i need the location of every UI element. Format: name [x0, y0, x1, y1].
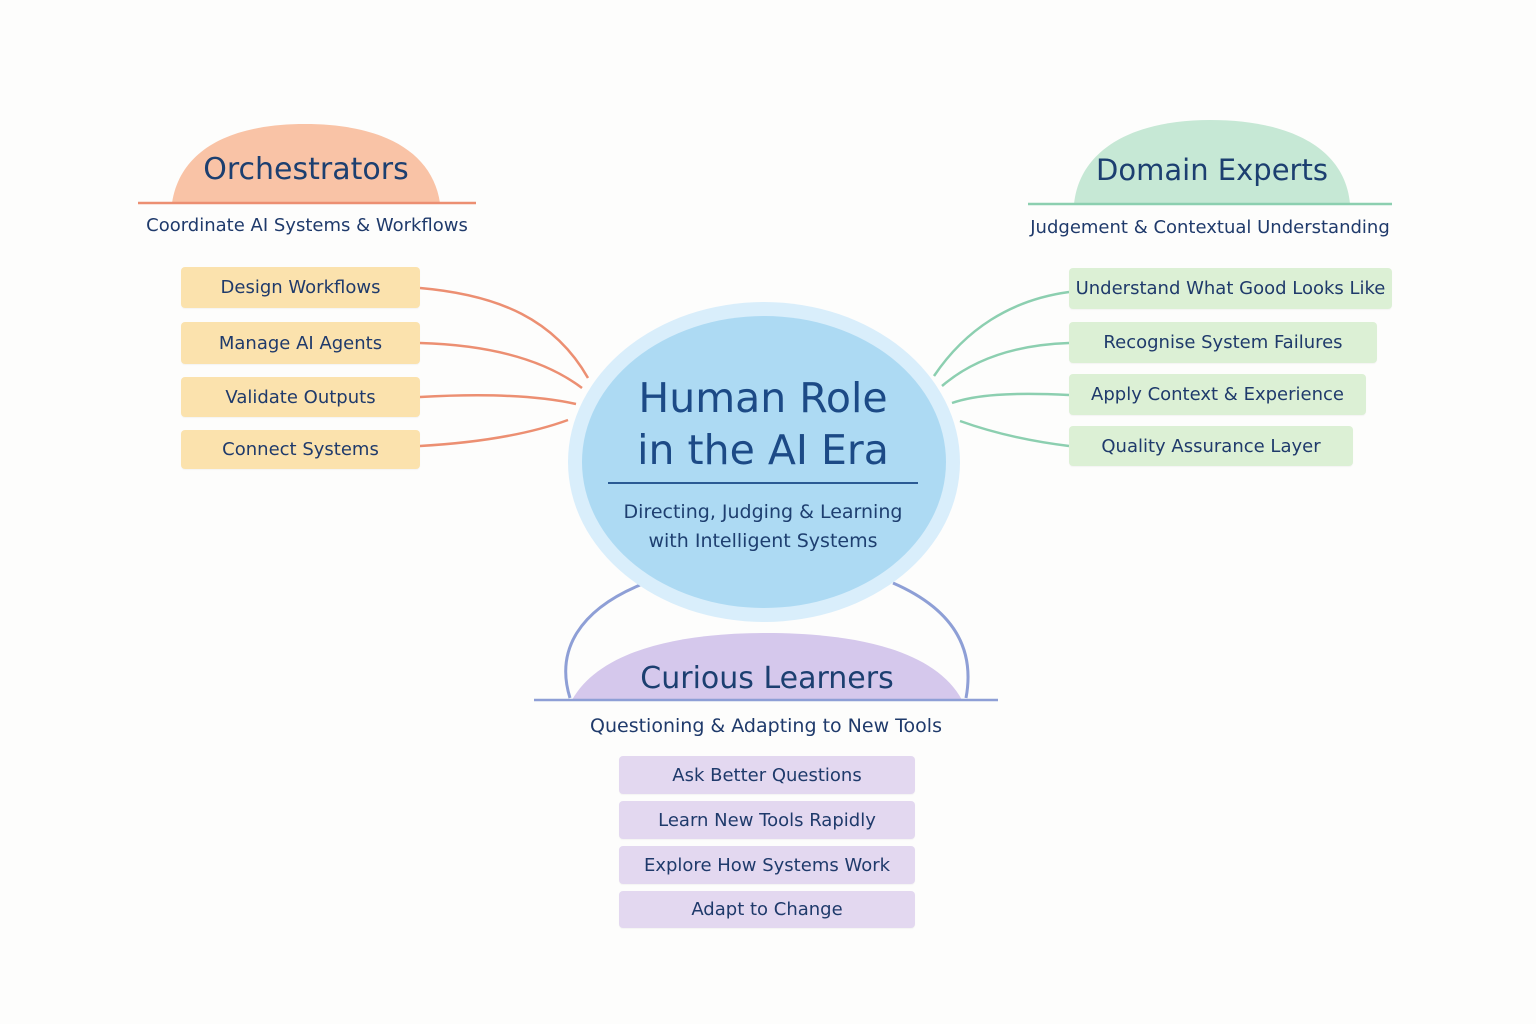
- domain-experts-item-recognise-failures: Recognise System Failures: [1069, 322, 1377, 363]
- curious-learners-item-explore-systems: Explore How Systems Work: [619, 846, 915, 884]
- curious-learners-title: Curious Learners: [640, 661, 894, 696]
- orchestrators-dome: [172, 124, 440, 203]
- domain-experts-dome: [1074, 120, 1350, 204]
- orchestrators-item-manage-ai-agents: Manage AI Agents: [181, 322, 420, 364]
- curious-learners-item-ask-questions: Ask Better Questions: [619, 756, 915, 794]
- connector-domain-1: [932, 290, 1070, 377]
- domain-experts-item-quality-assurance: Quality Assurance Layer: [1069, 426, 1353, 466]
- orchestrators-item-validate-outputs: Validate Outputs: [181, 377, 420, 417]
- curious-learners-item-adapt-change: Adapt to Change: [619, 891, 915, 928]
- orchestrators-item-connect-systems: Connect Systems: [181, 430, 420, 469]
- center-subtitle-line-2: with Intelligent Systems: [648, 530, 878, 552]
- orchestrators-subtitle: Coordinate AI Systems & Workflows: [146, 215, 468, 236]
- domain-experts-item-apply-context: Apply Context & Experience: [1069, 374, 1366, 415]
- connector-learners-left-arc: [564, 583, 641, 699]
- orchestrators-item-design-workflows: Design Workflows: [181, 267, 420, 308]
- connector-domain-4: [959, 419, 1070, 448]
- domain-experts-title: Domain Experts: [1096, 153, 1328, 187]
- curious-learners-item-learn-tools: Learn New Tools Rapidly: [619, 801, 915, 839]
- curious-learners-subtitle: Questioning & Adapting to New Tools: [590, 715, 942, 737]
- connector-domain-3: [951, 392, 1070, 405]
- center-node: Human Role in the AI Era Directing, Judg…: [578, 312, 948, 610]
- center-title: Human Role in the AI Era: [603, 372, 923, 476]
- center-node-fill: [582, 316, 946, 608]
- center-title-line-1: Human Role: [638, 374, 888, 422]
- connector-orch-1: [419, 286, 590, 379]
- curious-learners-dome: [572, 633, 962, 700]
- connector-domain-2: [941, 341, 1070, 387]
- center-subtitle: Directing, Judging & Learning with Intel…: [603, 498, 923, 556]
- orchestrators-title: Orchestrators: [203, 152, 409, 187]
- domain-experts-subtitle: Judgement & Contextual Understanding: [1030, 217, 1390, 238]
- center-title-rule: [608, 482, 918, 484]
- connector-orch-4: [419, 418, 569, 448]
- domain-experts-item-understand-good: Understand What Good Looks Like: [1069, 268, 1392, 309]
- center-title-line-2: in the AI Era: [637, 426, 889, 474]
- connector-orch-3: [419, 393, 577, 406]
- connector-learners-right-arc: [892, 581, 970, 699]
- center-subtitle-line-1: Directing, Judging & Learning: [623, 501, 903, 523]
- connector-orch-2: [419, 341, 583, 389]
